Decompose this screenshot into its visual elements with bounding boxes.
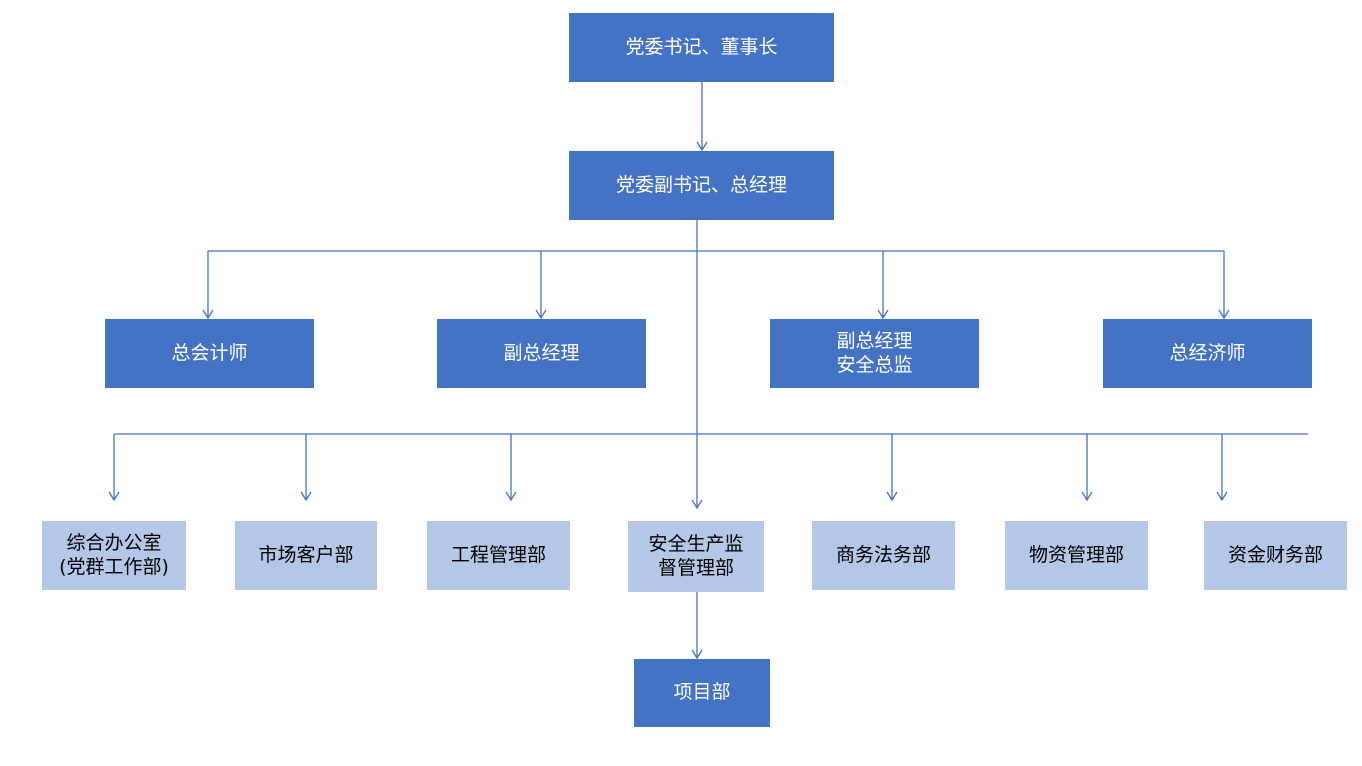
node-deputy-gm: 副总经理 [437,319,646,388]
arrowhead [1081,491,1093,502]
node-dept-safety-supervision: 安全生产监 督管理部 [628,521,764,592]
arrowhead [300,491,312,502]
node-dept-market-customer: 市场客户部 [235,521,377,590]
node-chairman: 党委书记、董事长 [569,13,834,82]
arrowhead [108,491,120,502]
arrowhead [1218,309,1230,320]
arrowhead [535,309,547,320]
node-dept-finance: 资金财务部 [1204,521,1347,590]
node-dept-engineering: 工程管理部 [427,521,570,590]
arrowhead [691,649,703,660]
node-dept-materials: 物资管理部 [1005,521,1148,590]
node-general-manager: 党委副书记、总经理 [569,151,834,220]
arrowhead [696,141,708,152]
node-chief-accountant: 总会计师 [105,319,314,388]
node-dept-general-office: 综合办公室 (党群工作部) [42,521,186,590]
arrowhead [505,491,517,502]
node-deputy-gm-safety-director: 副总经理 安全总监 [770,319,979,388]
node-chief-economist: 总经济师 [1103,319,1312,388]
arrowhead [877,309,889,320]
arrowhead [886,491,898,502]
arrowhead [691,499,703,510]
arrowhead [1216,491,1228,502]
node-project-department: 项目部 [634,659,770,727]
node-dept-business-legal: 商务法务部 [812,521,955,590]
arrowhead [202,309,214,320]
